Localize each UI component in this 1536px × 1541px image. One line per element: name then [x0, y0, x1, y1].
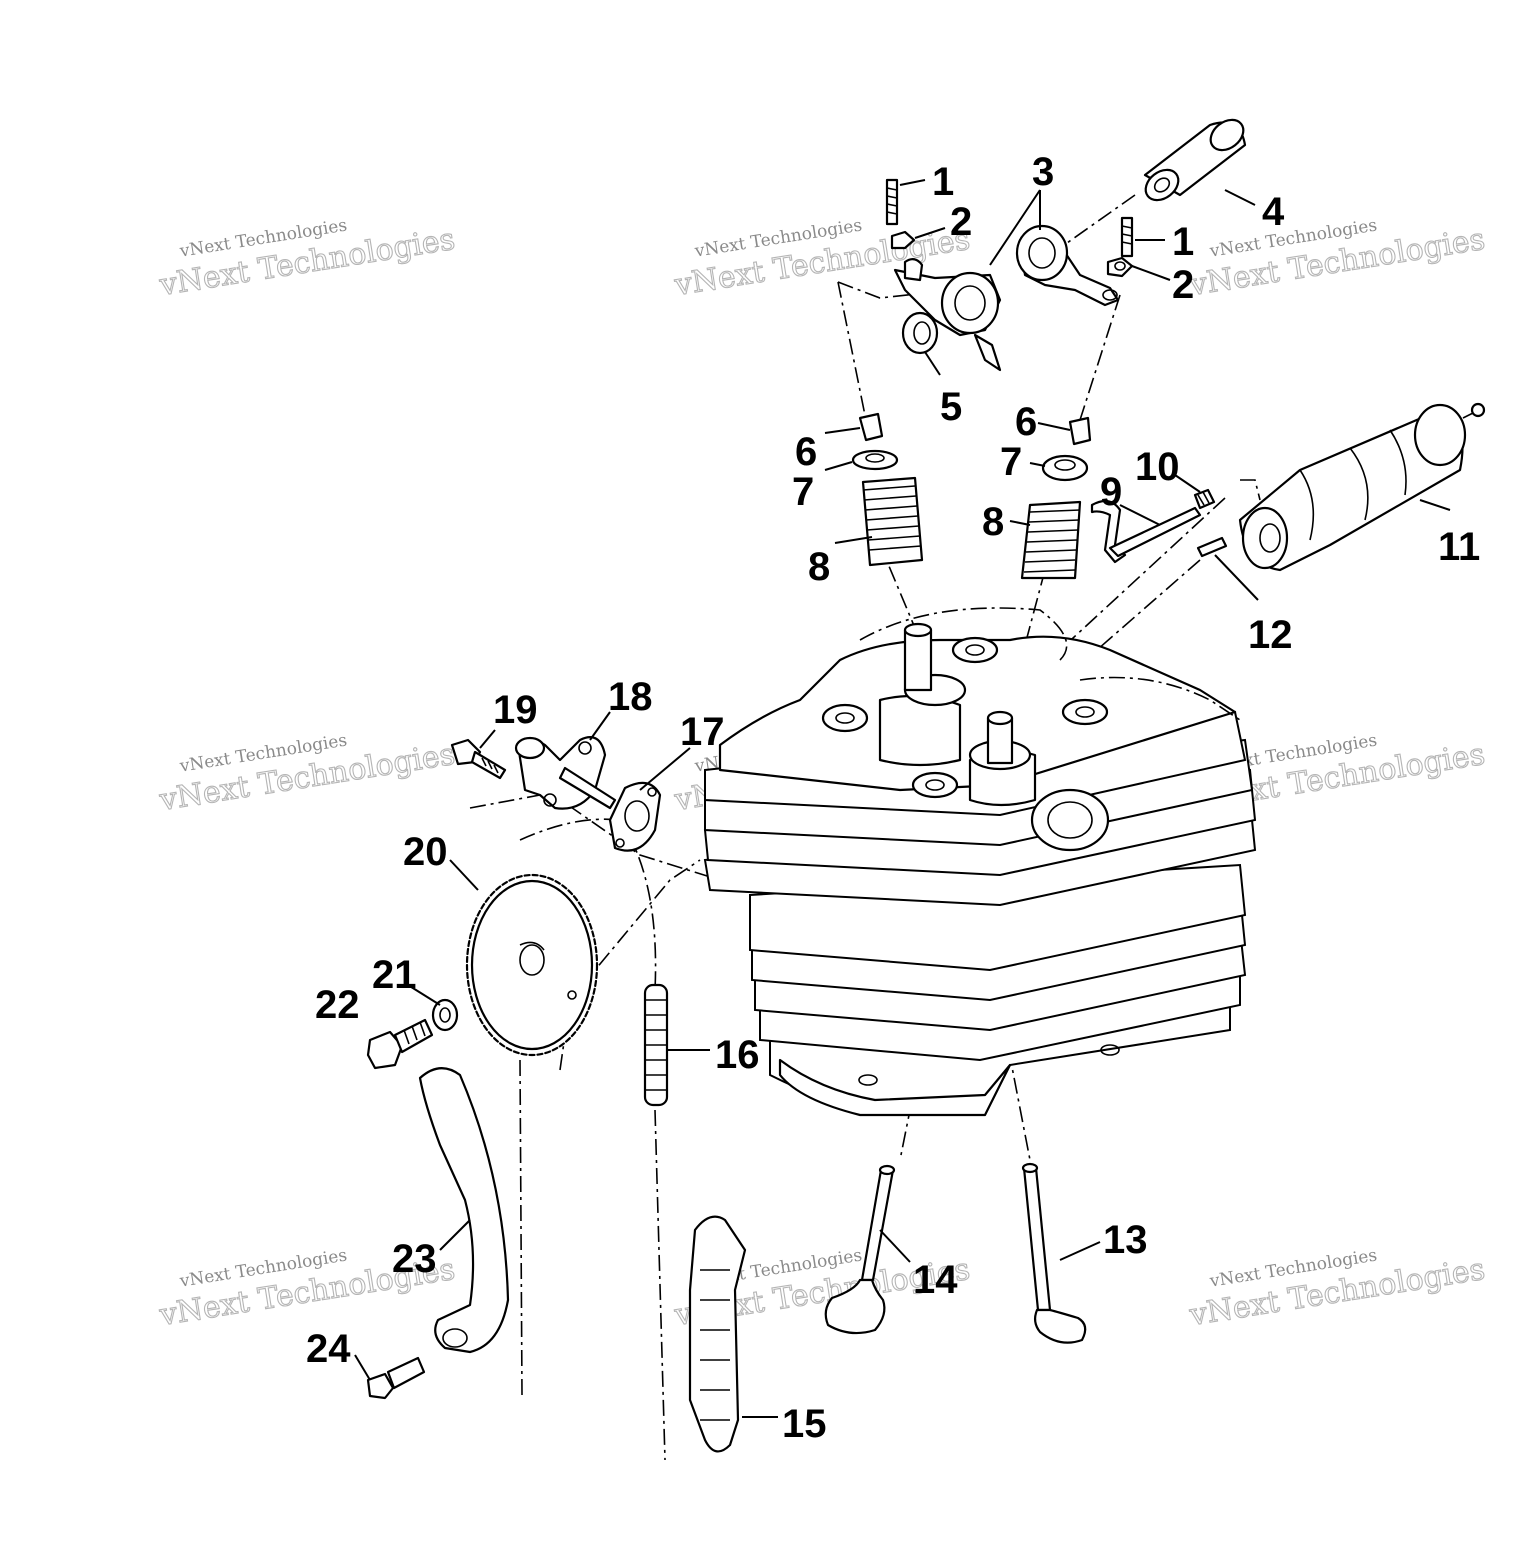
- decompression-lever: [1090, 499, 1202, 564]
- callout-13: 13: [1103, 1218, 1148, 1262]
- valve-spring-right: [1020, 500, 1082, 580]
- callout-2-left: 2: [950, 200, 972, 244]
- callout-5: 5: [940, 385, 962, 429]
- callout-8-left: 8: [808, 545, 830, 589]
- callout-2-right: 2: [1172, 263, 1194, 307]
- camshaft: [1238, 402, 1486, 572]
- callout-8-right: 8: [982, 500, 1004, 544]
- callout-3: 3: [1032, 150, 1054, 194]
- decompression-spring: [1193, 488, 1216, 510]
- sprocket-bolt: [366, 1018, 434, 1070]
- callout-9: 9: [1100, 470, 1122, 514]
- chain-guide-front: [688, 1215, 747, 1453]
- adjusting-screw-left: [885, 178, 899, 226]
- callout-21: 21: [372, 953, 417, 997]
- callout-18: 18: [608, 675, 653, 719]
- callouts: 1 2 3 4 1 2 5 6 7 8 6 7 8 9 10 11 12 18 …: [306, 150, 1480, 1446]
- callout-6-right: 6: [1015, 400, 1037, 444]
- lock-nut-right: [1106, 256, 1134, 278]
- callout-10: 10: [1135, 445, 1180, 489]
- spring-retainer-left: [851, 449, 899, 471]
- callout-6-left: 6: [795, 430, 817, 474]
- intake-valve: [824, 1164, 896, 1335]
- watermark-3: vNext Technologies vNext Technologies: [1186, 215, 1488, 303]
- rocker-arm-left: [893, 258, 1002, 372]
- valve-keeper-left: [858, 412, 884, 442]
- callout-1-left: 1: [932, 160, 954, 204]
- callout-20: 20: [403, 830, 448, 874]
- watermark-1: vNext Technologies vNext Technologies: [156, 215, 458, 303]
- callout-4: 4: [1262, 190, 1285, 234]
- callout-23: 23: [392, 1237, 437, 1281]
- adjusting-screw-right: [1120, 216, 1134, 258]
- callout-14: 14: [913, 1258, 958, 1302]
- cylinder-head: [703, 607, 1257, 1117]
- callout-1-right: 1: [1172, 220, 1194, 264]
- rocker-shaft: [1143, 118, 1247, 202]
- spring-retainer-right: [1041, 454, 1089, 482]
- rocker-arm-right: [1015, 224, 1120, 307]
- callout-12: 12: [1248, 613, 1293, 657]
- callout-7-left: 7: [792, 470, 814, 514]
- watermark-4: vNext Technologies vNext Technologies: [156, 730, 458, 818]
- thrust-washer: [901, 311, 939, 355]
- callout-16: 16: [715, 1033, 760, 1077]
- dowel-pin: [1196, 536, 1228, 558]
- guide-pivot-bolt: [366, 1356, 426, 1400]
- cam-chain-tensioner: [514, 736, 617, 810]
- valve-spring-left: [861, 476, 924, 567]
- tensioner-bolt: [450, 738, 507, 780]
- callout-11: 11: [1438, 525, 1480, 569]
- chain-guide-rear: [418, 1067, 510, 1354]
- callout-22: 22: [315, 983, 360, 1027]
- tensioner-gasket: [608, 781, 662, 852]
- cam-sprocket: [465, 873, 599, 1057]
- lock-nut-left: [890, 230, 916, 250]
- callout-24: 24: [306, 1327, 351, 1371]
- watermark-9: vNext Technologies vNext Technologies: [1186, 1245, 1488, 1333]
- callout-17: 17: [680, 710, 725, 754]
- valve-keeper-right: [1068, 416, 1092, 446]
- callout-15: 15: [782, 1402, 827, 1446]
- leader-lines: [354, 179, 1451, 1418]
- callout-7-right: 7: [1000, 440, 1022, 484]
- callout-19: 19: [493, 688, 538, 732]
- sprocket-washer: [431, 998, 459, 1032]
- exhaust-valve: [1021, 1162, 1087, 1344]
- cam-chain: [643, 983, 669, 1107]
